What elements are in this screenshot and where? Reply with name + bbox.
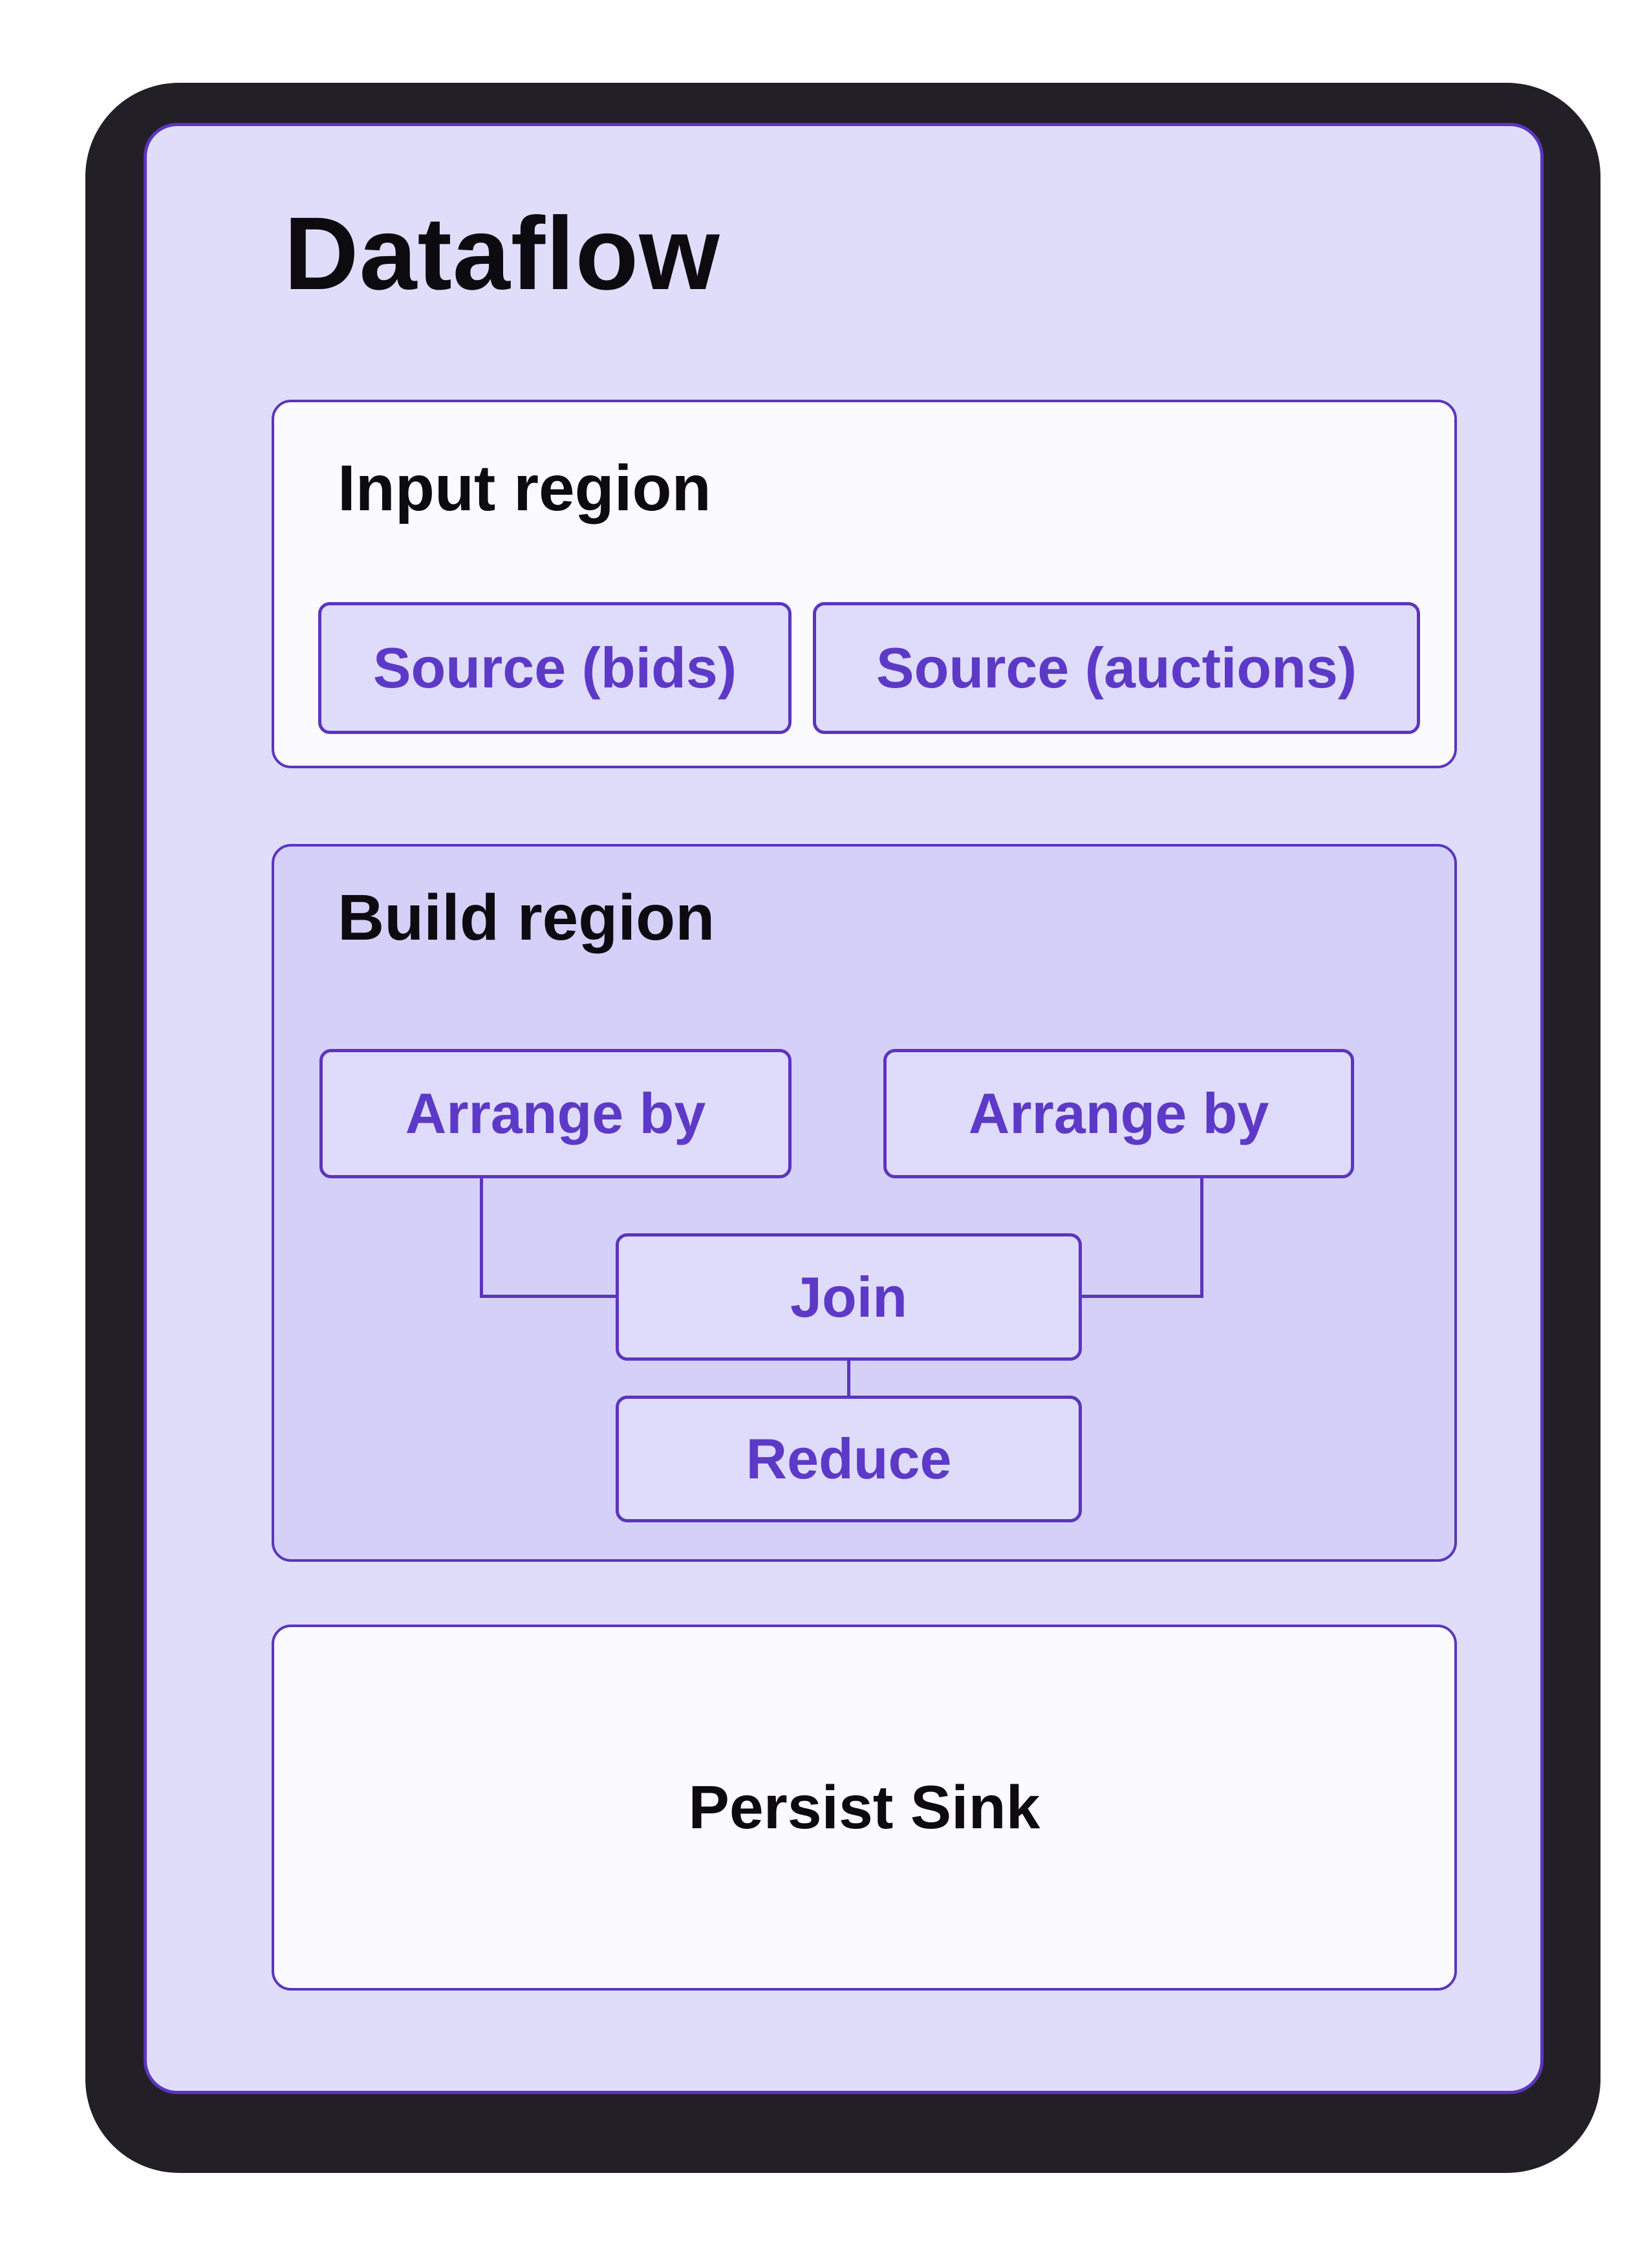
node-join-label: Join [790, 1264, 907, 1329]
input-region: Input region Source (bids) Source (aucti… [272, 400, 1457, 768]
dataflow-card: Dataflow Input region Source (bids) Sour… [144, 123, 1544, 2094]
persist-sink-region: Persist Sink [272, 1625, 1457, 1991]
node-source-auctions-label: Source (auctions) [876, 636, 1357, 700]
connector-arrange-left-horizontal-line [480, 1295, 617, 1298]
outer-frame: Dataflow Input region Source (bids) Sour… [85, 83, 1600, 2173]
node-source-bids: Source (bids) [318, 602, 792, 734]
persist-sink-label: Persist Sink [688, 1773, 1040, 1842]
node-arrange-by-left: Arrange by [319, 1049, 792, 1178]
connector-join-reduce-line [847, 1361, 850, 1397]
node-reduce-label: Reduce [746, 1427, 952, 1491]
build-region: Build region Arrange by Arrange by Join … [272, 844, 1457, 1562]
build-region-title: Build region [338, 881, 715, 954]
node-arrange-by-right: Arrange by [883, 1049, 1354, 1178]
node-reduce: Reduce [616, 1396, 1082, 1522]
connector-arrange-left-vertical-line [480, 1178, 483, 1298]
connector-arrange-right-vertical-line [1200, 1178, 1203, 1298]
input-region-title: Input region [338, 452, 711, 524]
node-source-bids-label: Source (bids) [372, 636, 737, 700]
node-arrange-by-right-label: Arrange by [968, 1081, 1269, 1145]
node-source-auctions: Source (auctions) [813, 602, 1420, 734]
node-join: Join [616, 1233, 1082, 1361]
connector-arrange-right-horizontal-line [1081, 1295, 1203, 1298]
node-arrange-by-left-label: Arrange by [405, 1081, 706, 1145]
page-title: Dataflow [284, 195, 720, 311]
